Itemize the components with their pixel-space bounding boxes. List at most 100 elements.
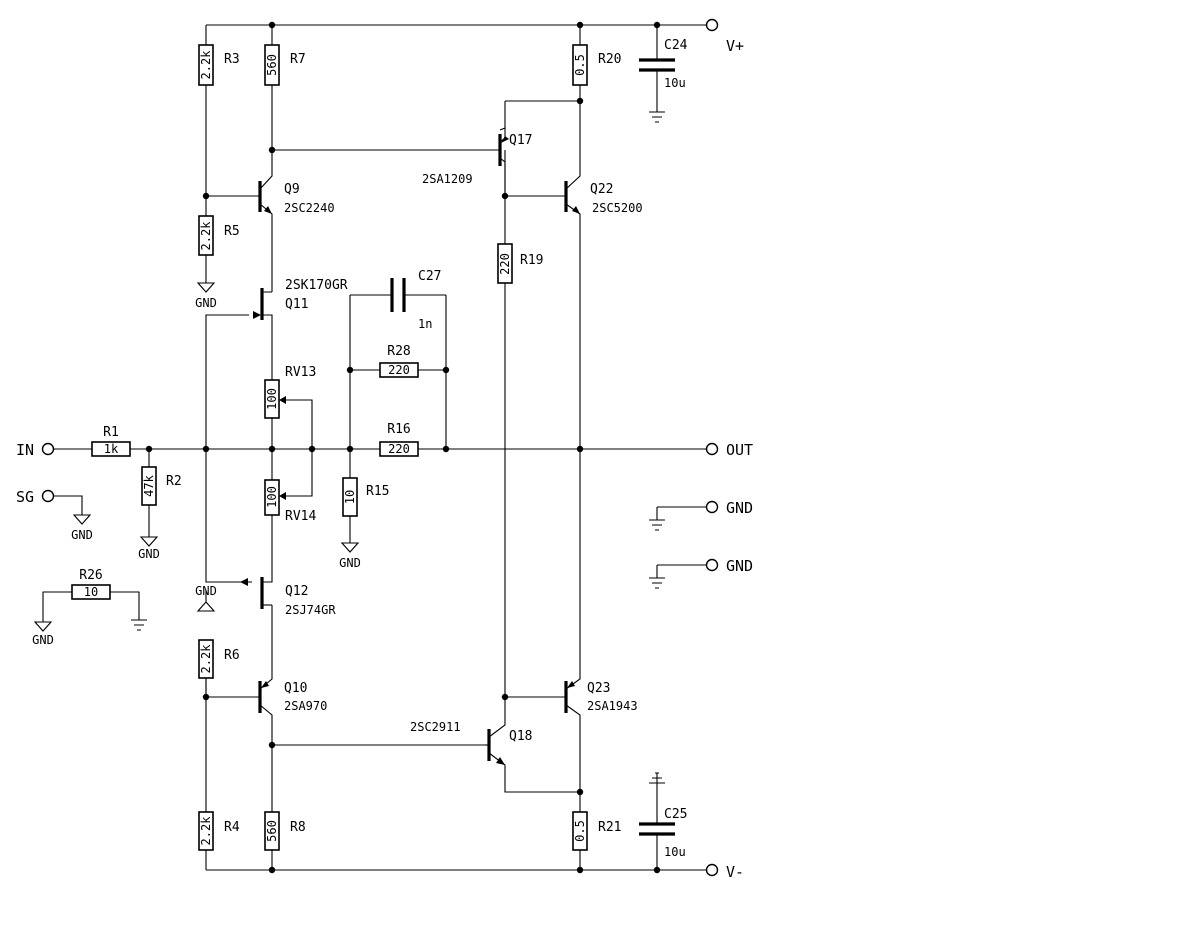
svg-text:0.5: 0.5 bbox=[573, 820, 587, 842]
c25-label: C25 bbox=[664, 807, 687, 822]
ground-symbol-r2 bbox=[139, 536, 159, 547]
rv13-label: RV13 bbox=[285, 365, 316, 380]
r26-label: R26 bbox=[79, 568, 102, 583]
gnd-a-port-label: GND bbox=[726, 499, 753, 517]
svg-text:560: 560 bbox=[265, 820, 279, 842]
q9-npn-transistor bbox=[258, 172, 273, 218]
svg-text:10: 10 bbox=[343, 490, 357, 504]
rv14-potentiometer: 100 bbox=[264, 479, 286, 516]
gnd-label-q12: GND bbox=[195, 584, 217, 598]
vplus-terminal[interactable] bbox=[705, 18, 719, 32]
r2-resistor: 47k bbox=[141, 466, 157, 506]
q18-part: 2SC2911 bbox=[410, 720, 461, 734]
q12-jfet-transistor bbox=[240, 577, 272, 609]
ground-symbol-r15 bbox=[340, 542, 360, 553]
q12-label: Q12 bbox=[285, 584, 308, 599]
q11-part: 2SK170GR bbox=[285, 278, 348, 293]
gnd-b-port-label: GND bbox=[726, 557, 753, 575]
earth-icon-r26 bbox=[131, 619, 147, 631]
q11-label: Q11 bbox=[285, 297, 308, 312]
q17-pnp-transistor bbox=[498, 128, 509, 196]
q10-label: Q10 bbox=[284, 681, 307, 696]
r15-resistor: 10 bbox=[342, 477, 358, 517]
c27-capacitor bbox=[390, 278, 406, 312]
q22-part: 2SC5200 bbox=[592, 201, 643, 215]
ground-symbol-sg bbox=[72, 514, 92, 525]
q9-label: Q9 bbox=[284, 182, 300, 197]
sg-terminal[interactable] bbox=[41, 489, 55, 503]
r6-label: R6 bbox=[224, 648, 240, 663]
r8-label: R8 bbox=[290, 820, 306, 835]
rv13-potentiometer: 100 bbox=[264, 379, 286, 419]
r3-label: R3 bbox=[224, 52, 240, 67]
svg-text:100: 100 bbox=[265, 486, 279, 508]
q10-part: 2SA970 bbox=[284, 699, 327, 713]
r21-resistor: 0.5 bbox=[572, 811, 588, 851]
r2-label: R2 bbox=[166, 474, 182, 489]
r3-resistor: 2.2k bbox=[198, 44, 214, 86]
c24-label: C24 bbox=[664, 38, 688, 53]
r21-label: R21 bbox=[598, 820, 621, 835]
c27-value: 1n bbox=[418, 317, 432, 331]
svg-text:220: 220 bbox=[388, 363, 410, 377]
r28-resistor: 220 bbox=[379, 362, 419, 378]
c24-capacitor bbox=[639, 58, 675, 72]
q23-label: Q23 bbox=[587, 681, 610, 696]
gnd-b-terminal[interactable] bbox=[705, 558, 719, 572]
r1-resistor: 1k bbox=[91, 441, 131, 457]
c24-value: 10u bbox=[664, 76, 686, 90]
svg-text:1k: 1k bbox=[104, 442, 119, 456]
earth-icon-gnd-b bbox=[649, 577, 665, 589]
vminus-port-label: V- bbox=[726, 863, 744, 881]
q9-part: 2SC2240 bbox=[284, 201, 335, 215]
gnd-a-terminal[interactable] bbox=[705, 500, 719, 514]
svg-text:220: 220 bbox=[498, 253, 512, 275]
gnd-label-r2: GND bbox=[138, 547, 160, 561]
svg-text:560: 560 bbox=[265, 54, 279, 76]
svg-text:100: 100 bbox=[265, 388, 279, 410]
ground-symbol-q12 bbox=[196, 601, 216, 612]
c25-capacitor bbox=[639, 822, 675, 836]
q17-part: 2SA1209 bbox=[422, 172, 473, 186]
vplus-port-label: V+ bbox=[726, 37, 744, 55]
earth-icon-c25 bbox=[649, 772, 665, 784]
svg-text:10: 10 bbox=[84, 585, 98, 599]
out-port-label: OUT bbox=[726, 441, 753, 459]
ground-symbol-r5 bbox=[196, 282, 216, 293]
svg-text:0.5: 0.5 bbox=[573, 54, 587, 76]
q22-npn-transistor bbox=[564, 172, 581, 218]
r16-resistor: 220 bbox=[379, 441, 419, 457]
q11-jfet-transistor bbox=[253, 288, 264, 320]
in-terminal[interactable] bbox=[41, 442, 55, 456]
r16-label: R16 bbox=[387, 422, 410, 437]
gnd-label-r5: GND bbox=[195, 296, 217, 310]
c27-label: C27 bbox=[418, 269, 441, 284]
q18-npn-transistor bbox=[485, 720, 506, 770]
q22-label: Q22 bbox=[590, 182, 613, 197]
gnd-label-r15: GND bbox=[339, 556, 361, 570]
q10-pnp-transistor bbox=[258, 675, 273, 719]
out-terminal[interactable] bbox=[705, 442, 719, 456]
svg-text:2.2k: 2.2k bbox=[199, 644, 213, 674]
r4-resistor: 2.2k bbox=[198, 811, 214, 851]
svg-text:2.2k: 2.2k bbox=[199, 816, 213, 846]
gnd-label-sg: GND bbox=[71, 528, 93, 542]
svg-text:2.2k: 2.2k bbox=[199, 221, 213, 251]
junction-dots bbox=[145, 21, 661, 874]
r26-resistor: 10 bbox=[71, 584, 111, 600]
r1-label: R1 bbox=[103, 425, 119, 440]
c25-value: 10u bbox=[664, 845, 686, 859]
q12-part: 2SJ74GR bbox=[285, 603, 336, 617]
q23-pnp-transistor bbox=[564, 675, 581, 719]
ground-symbol-r26 bbox=[33, 621, 53, 632]
r4-label: R4 bbox=[224, 820, 240, 835]
rv14-label: RV14 bbox=[285, 509, 316, 524]
r7-label: R7 bbox=[290, 52, 306, 67]
vminus-terminal[interactable] bbox=[705, 863, 719, 877]
r20-resistor: 0.5 bbox=[572, 44, 588, 86]
r5-resistor: 2.2k bbox=[198, 215, 214, 256]
svg-text:47k: 47k bbox=[142, 474, 156, 496]
r28-label: R28 bbox=[387, 344, 410, 359]
earth-icon-c24 bbox=[649, 111, 665, 123]
